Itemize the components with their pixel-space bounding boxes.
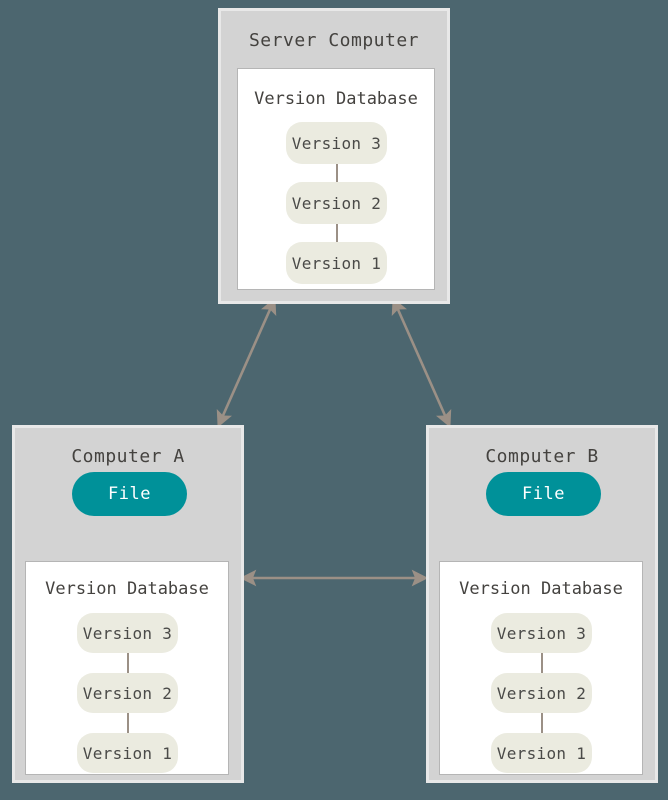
server-version-label-2: Version 2 <box>291 193 382 213</box>
computer-a-version-pill-3: Version 3 <box>77 613 178 653</box>
server-version-pill-2: Version 2 <box>286 182 387 224</box>
computer-b-version-label-1: Version 1 <box>496 743 587 763</box>
computer-a-title: Computer A <box>71 446 185 467</box>
server-pill-connector-2-1 <box>336 224 338 246</box>
server-version-pill-1: Version 1 <box>286 242 387 284</box>
computer-b-file-label: File <box>522 484 565 504</box>
server-version-pill-3: Version 3 <box>286 122 387 164</box>
server-version-database-title: Version Database <box>254 89 418 109</box>
server-version-label-3: Version 3 <box>291 133 382 153</box>
computer-a-file-pill: File <box>72 472 187 516</box>
computer-a-version-label-3: Version 3 <box>82 623 173 643</box>
server-version-label-1: Version 1 <box>291 253 382 273</box>
computer-a-version-database-panel: Version Database Version 3 Version 2 Ver… <box>25 561 229 775</box>
arrow-server-to-computer-b <box>391 297 452 428</box>
server-computer-box: Server Computer Version Database Version… <box>218 8 450 304</box>
server-version-database-panel: Version Database Version 3 Version 2 Ver… <box>237 68 435 290</box>
computer-a-pill-connector-2-1 <box>127 713 129 733</box>
computer-b-version-pill-2: Version 2 <box>491 673 592 713</box>
computer-a-version-label-2: Version 2 <box>82 683 173 703</box>
server-pill-connector-3-2 <box>336 164 338 186</box>
computer-b-title: Computer B <box>485 446 599 467</box>
computer-a-version-label-1: Version 1 <box>82 743 173 763</box>
computer-a-version-pill-2: Version 2 <box>77 673 178 713</box>
computer-b-box: Computer B File Version Database Version… <box>426 425 658 783</box>
computer-b-version-database-title: Version Database <box>459 579 623 599</box>
computer-b-version-label-3: Version 3 <box>496 623 587 643</box>
server-computer-title: Server Computer <box>248 30 420 51</box>
computer-a-pill-connector-3-2 <box>127 653 129 673</box>
computer-a-version-database-title: Version Database <box>45 579 209 599</box>
computer-a-file-label: File <box>108 484 151 504</box>
computer-b-version-pill-3: Version 3 <box>491 613 592 653</box>
computer-b-version-pill-1: Version 1 <box>491 733 592 773</box>
computer-a-box: Computer A File Version Database Version… <box>12 425 244 783</box>
computer-b-pill-connector-2-1 <box>541 713 543 733</box>
arrow-server-to-computer-a <box>216 297 277 428</box>
computer-b-pill-connector-3-2 <box>541 653 543 673</box>
computer-b-file-pill: File <box>486 472 601 516</box>
computer-b-version-label-2: Version 2 <box>496 683 587 703</box>
computer-a-version-pill-1: Version 1 <box>77 733 178 773</box>
computer-b-version-database-panel: Version Database Version 3 Version 2 Ver… <box>439 561 643 775</box>
